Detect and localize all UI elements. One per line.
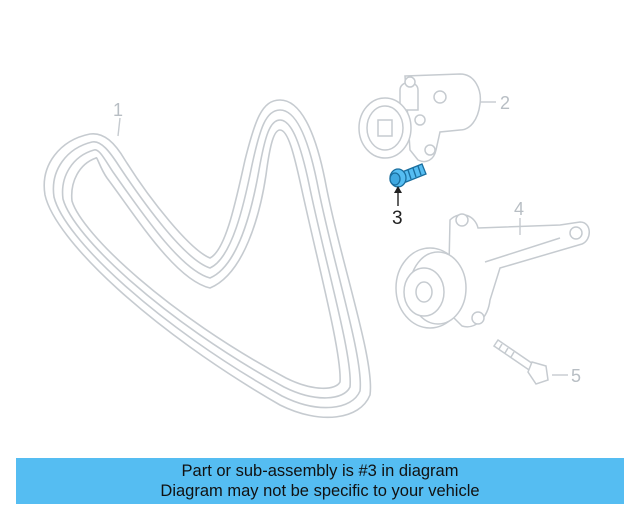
bolt-part-5 [492, 338, 549, 385]
callout-2: 2 [480, 93, 510, 113]
callout-5-label: 5 [571, 366, 581, 386]
callout-4: 4 [514, 199, 524, 235]
parts-diagram: 1 2 3 [43, 73, 590, 419]
banner-line-2: Diagram may not be specific to your vehi… [160, 482, 480, 500]
callout-3-label: 3 [392, 208, 403, 229]
callout-1: 1 [113, 100, 123, 137]
info-banner: Part or sub-assembly is #3 in diagram Di… [16, 458, 624, 504]
tensioner-part-2 [358, 73, 482, 163]
bolt-part-3-highlighted [389, 163, 427, 188]
callout-1-label: 1 [113, 100, 123, 120]
callout-5: 5 [552, 366, 581, 386]
callout-2-label: 2 [500, 93, 510, 113]
callout-3: 3 [392, 186, 403, 229]
idler-pulley-part-4 [395, 213, 590, 329]
callout-4-label: 4 [514, 199, 524, 219]
belt-part-1 [43, 99, 372, 419]
banner-line-1: Part or sub-assembly is #3 in diagram [181, 462, 459, 480]
